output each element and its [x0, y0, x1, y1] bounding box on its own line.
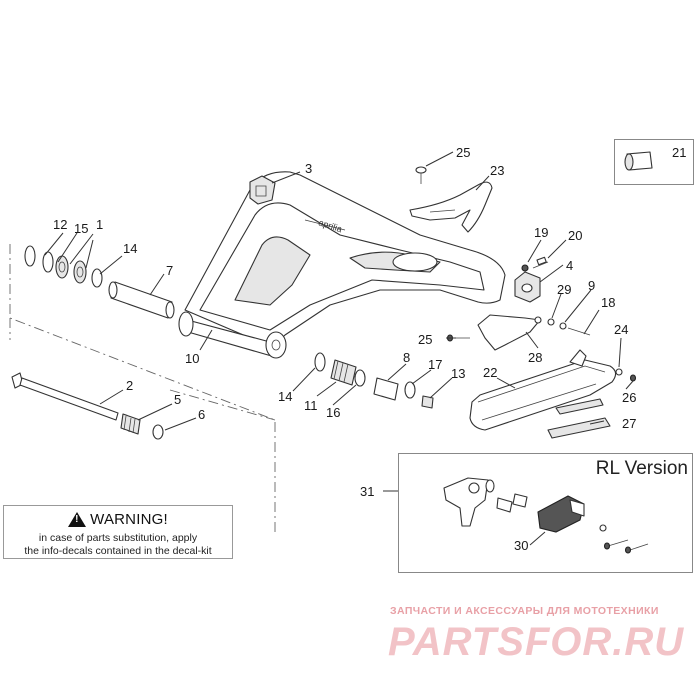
chain-slider-part	[477, 314, 542, 351]
callout-1: 1	[96, 217, 103, 232]
callout-4: 4	[566, 258, 573, 273]
leader-lines	[44, 151, 634, 546]
chain-guide-part	[569, 349, 623, 376]
watermark-logo: PARTSFOR.RU	[388, 620, 685, 664]
rl-version-label: RL Version	[595, 458, 688, 479]
small-bolts-part	[521, 256, 549, 272]
callout-14-right: 14	[278, 389, 292, 404]
callout-13: 13	[451, 366, 465, 381]
callout-8: 8	[403, 350, 410, 365]
adjuster-block-part	[514, 271, 541, 303]
callout-20: 20	[568, 228, 582, 243]
callout-15: 15	[74, 221, 88, 236]
warning-triangle-icon: !	[68, 512, 87, 527]
callout-2: 2	[126, 378, 133, 393]
warning-notice: ! WARNING! in case of parts substitution…	[3, 505, 233, 559]
axle-spacer-part	[120, 413, 164, 440]
callout-10: 10	[185, 351, 199, 366]
callout-17: 17	[428, 357, 442, 372]
assembly-reference-lines	[9, 244, 276, 535]
rl-version-parts	[443, 477, 649, 554]
callout-11: 11	[304, 398, 318, 413]
callout-30: 30	[514, 538, 528, 553]
callout-25-middle: 25	[418, 332, 432, 347]
screw-top-part	[415, 166, 427, 184]
callout-19: 19	[534, 225, 548, 240]
tube-part	[108, 281, 175, 319]
callout-27: 27	[622, 416, 636, 431]
callout-labels: 3 25 23 21 19 20 4 29 9 18 25 28 24 22 2…	[53, 145, 686, 553]
callout-29: 29	[557, 282, 571, 297]
watermark-tagline: ЗАПЧАСТИ И АКСЕССУАРЫ ДЛЯ МОТОТЕХНИКИ	[390, 605, 659, 617]
callout-7: 7	[166, 263, 173, 278]
pad-part	[249, 175, 276, 205]
callout-24: 24	[614, 322, 628, 337]
part-21-frame	[614, 139, 694, 185]
callout-22: 22	[483, 365, 497, 380]
callout-6: 6	[198, 407, 205, 422]
callout-21: 21	[672, 145, 686, 160]
left-bearing-stack-part	[24, 245, 103, 288]
swingarm-part: aprilia	[178, 171, 506, 359]
callout-16: 16	[326, 405, 340, 420]
callout-3: 3	[305, 161, 312, 176]
callout-9: 9	[588, 278, 595, 293]
callout-14-left: 14	[123, 241, 137, 256]
pivot-axle-part	[11, 372, 119, 421]
callout-12: 12	[53, 217, 67, 232]
callout-18: 18	[601, 295, 615, 310]
warning-line-2: the info-decals contained in the decal-k…	[24, 545, 212, 557]
callout-25-top: 25	[456, 145, 470, 160]
callout-28: 28	[528, 350, 542, 365]
chain-part	[469, 359, 617, 431]
rl-version-frame: RL Version	[398, 453, 693, 573]
chain-guard-part	[409, 181, 493, 233]
adjuster-hardware-part	[547, 318, 591, 336]
callout-5: 5	[174, 392, 181, 407]
callout-26: 26	[622, 390, 636, 405]
callout-31: 31	[360, 484, 374, 499]
right-bearing-stack-part	[314, 352, 434, 409]
warning-line-1: in case of parts substitution, apply	[38, 532, 198, 544]
warning-title: WARNING!	[90, 511, 168, 528]
rubber-bush-part	[624, 151, 653, 171]
callout-23: 23	[490, 163, 504, 178]
screw-bottom-part	[629, 374, 637, 382]
